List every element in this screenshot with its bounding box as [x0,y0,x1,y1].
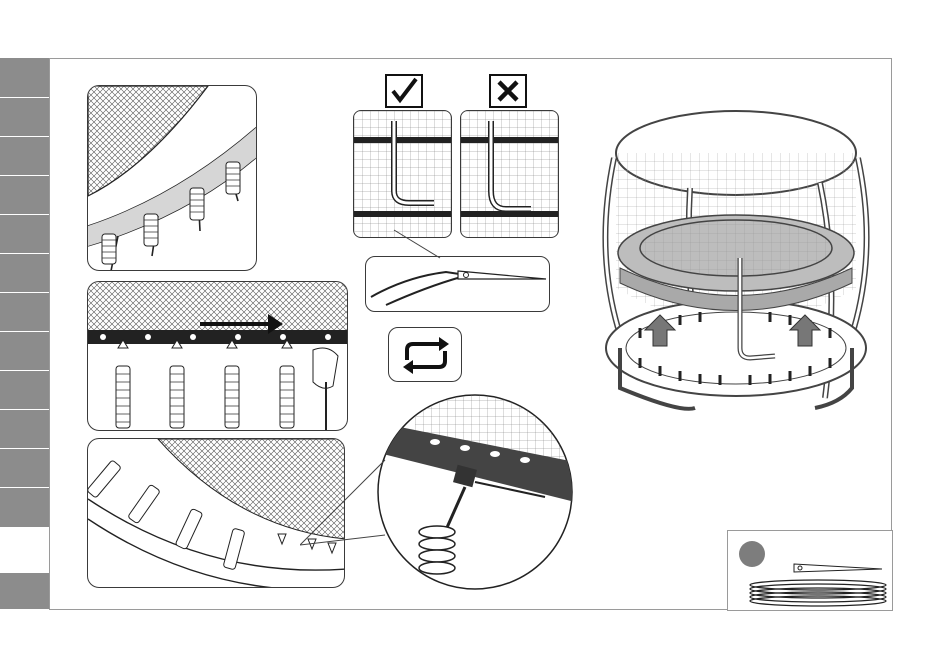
side-tab[interactable] [0,215,49,254]
pull-tool-icon [792,561,884,575]
side-tab-active[interactable] [0,528,49,573]
side-tab[interactable] [0,254,49,293]
side-tab[interactable] [0,58,49,98]
spring-tension-illustration [88,282,348,431]
side-tab-strip [0,58,49,610]
spring-attach-illustration [88,86,257,271]
side-tab[interactable] [0,573,49,610]
magnifier-leader-lines [300,440,390,550]
step-badge [739,541,765,567]
side-tab[interactable] [0,449,49,488]
spring-pull-tool-illustration [366,257,550,312]
parts-box [727,530,893,611]
side-tab[interactable] [0,137,49,176]
trampoline-assembly [600,98,872,414]
check-icon [385,74,423,108]
cross-icon [489,74,527,108]
side-tab[interactable] [0,98,49,137]
side-tab[interactable] [0,371,49,410]
side-tab[interactable] [0,488,49,528]
tool-leader-line [390,228,450,260]
spring-bundle-icon [748,577,888,607]
panel-correct-pole [353,110,452,238]
side-tab[interactable] [0,293,49,332]
spring-hook-magnified [375,392,575,592]
side-tab[interactable] [0,410,49,449]
panel-spring-tension [87,281,348,431]
panel-spring-closeup [87,85,257,271]
repeat-icon [388,327,462,382]
panel-pull-tool [365,256,550,312]
panel-wrong-pole [460,110,559,238]
magnifier-detail [375,392,575,592]
side-tab[interactable] [0,176,49,215]
side-tab[interactable] [0,332,49,371]
